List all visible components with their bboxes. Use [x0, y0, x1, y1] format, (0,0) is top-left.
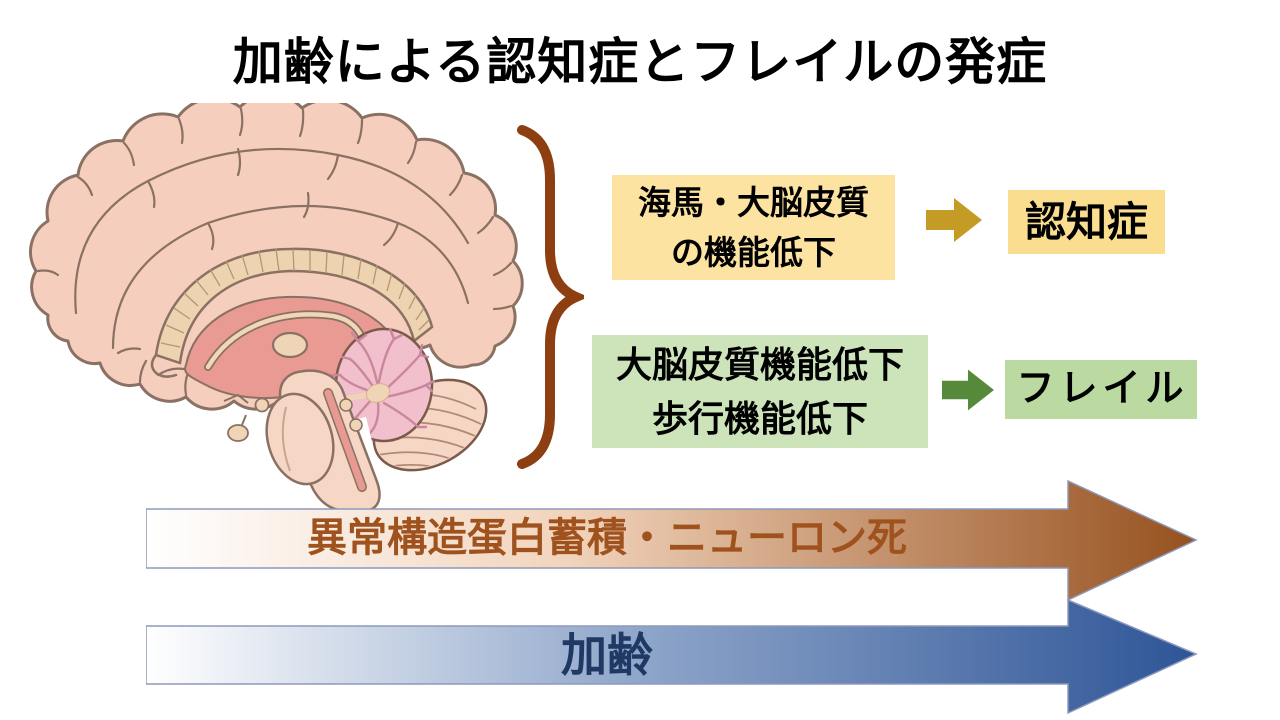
blue-gradient-arrow-icon — [146, 598, 1198, 715]
page-title: 加齢による認知症とフレイルの発症 — [232, 34, 1048, 90]
aging-arrow: 加齢 — [146, 598, 1198, 719]
brain-icon — [29, 103, 524, 513]
frailty-cause-line1: 大脳皮質機能低下 — [615, 343, 904, 385]
protein-accumulation-label: 異常構造蛋白蓄積・ニューロン死 — [307, 516, 907, 560]
frailty-cause-line2: 歩行機能低下 — [651, 397, 868, 439]
dementia-cause-line1: 海馬・大脳皮質 — [638, 183, 869, 221]
dementia-arrow-icon — [926, 198, 982, 242]
orange-gradient-arrow-icon — [146, 480, 1198, 601]
curly-brace-icon — [517, 125, 584, 469]
dementia-cause-line2: の機能低下 — [671, 233, 836, 271]
frailty-arrow-icon — [942, 369, 994, 411]
protein-accumulation-arrow: 異常構造蛋白蓄積・ニューロン死 — [146, 480, 1198, 601]
dementia-outcome-box: 認知症 — [1008, 190, 1165, 254]
frailty-cause-box: 大脳皮質機能低下 歩行機能低下 — [592, 335, 928, 448]
aging-label: 加齢 — [561, 629, 653, 681]
dementia-cause-box: 海馬・大脳皮質 の機能低下 — [612, 175, 895, 280]
frailty-outcome-box: フレイル — [1005, 360, 1197, 419]
